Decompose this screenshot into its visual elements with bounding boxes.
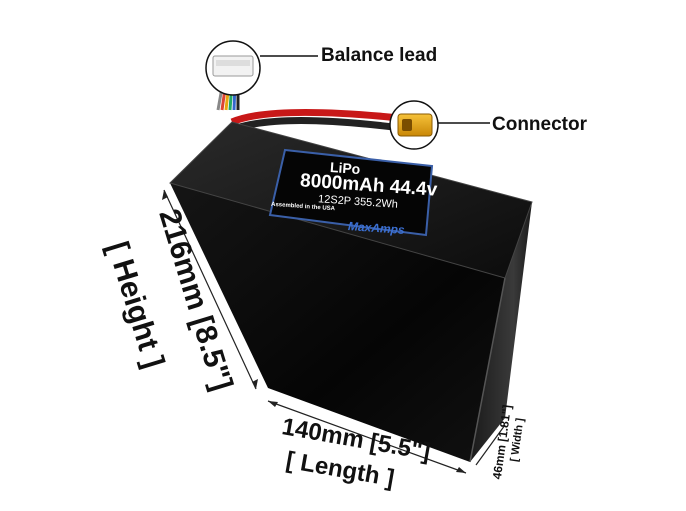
connector-callout: Connector xyxy=(492,114,587,135)
battery-label-panel xyxy=(268,148,434,237)
width-dimension-line xyxy=(475,424,506,466)
balance-lead-plug xyxy=(205,40,261,96)
length-dimension-line xyxy=(267,400,467,474)
balance-lead-callout: Balance lead xyxy=(321,45,438,66)
brand-logo: MaxAmps xyxy=(347,219,406,237)
wire-bundle xyxy=(216,81,403,132)
xt-connector xyxy=(389,100,439,150)
height-dimension-line xyxy=(162,189,258,390)
